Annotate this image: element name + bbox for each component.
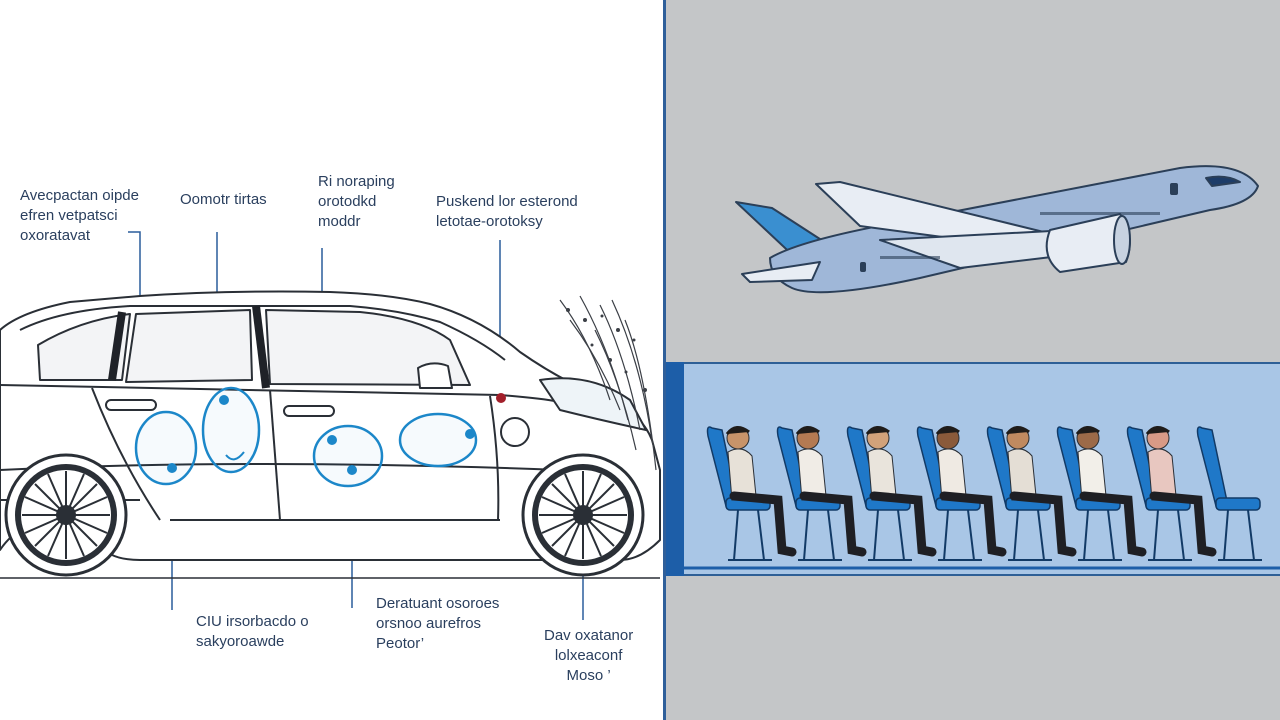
airplane-icon <box>735 165 1259 294</box>
passenger-seat-icon <box>986 426 1077 561</box>
passenger-seat-icon <box>916 426 1007 561</box>
airbag-icon <box>134 410 198 486</box>
airbag-icon <box>201 386 261 474</box>
airbag-icon <box>398 412 478 468</box>
callout-top-doors: Oomotr tirtas <box>180 191 267 208</box>
front-wheel <box>521 453 645 577</box>
passenger-seat-icon <box>706 426 797 561</box>
airplane-windows <box>860 183 1178 272</box>
cabin-edge <box>666 362 684 576</box>
callout-bottom-right: Dav oxatanor lolxeaconf Moso ’ <box>544 627 634 684</box>
seat-row <box>706 426 1262 561</box>
airbag-sensors <box>167 395 475 475</box>
panel-divider <box>663 0 666 720</box>
passenger-seat-icon <box>846 426 937 561</box>
airplane-panel <box>666 0 1280 720</box>
airbag-detail <box>225 451 245 461</box>
callout-bottom-left: CIU irsorbacdo o sakyoroawde <box>196 613 309 650</box>
passenger-seat-icon <box>1056 426 1147 561</box>
callout-top-mid: Ri noraping orotodkd moddr <box>318 173 395 230</box>
callout-top-left: Avecpactan oipde efren vetpatsci oxorata… <box>20 187 139 244</box>
airplane-cabin <box>666 362 1280 576</box>
passenger-seat-icon <box>1126 426 1217 561</box>
impact-streaks <box>559 295 657 471</box>
callout-bottom-mid: Deratuant osoroes orsnoo aurefros Peotor… <box>376 595 500 652</box>
passenger-seat-icon <box>1196 426 1262 561</box>
impact-debris <box>566 308 647 392</box>
airbag-icon <box>312 424 384 488</box>
passenger-seat-icon <box>776 426 867 561</box>
sensor-dot <box>496 393 506 403</box>
rear-wheel <box>4 453 128 577</box>
callout-top-right: Puskend lor esterond letotae-orotoksy <box>436 193 578 230</box>
